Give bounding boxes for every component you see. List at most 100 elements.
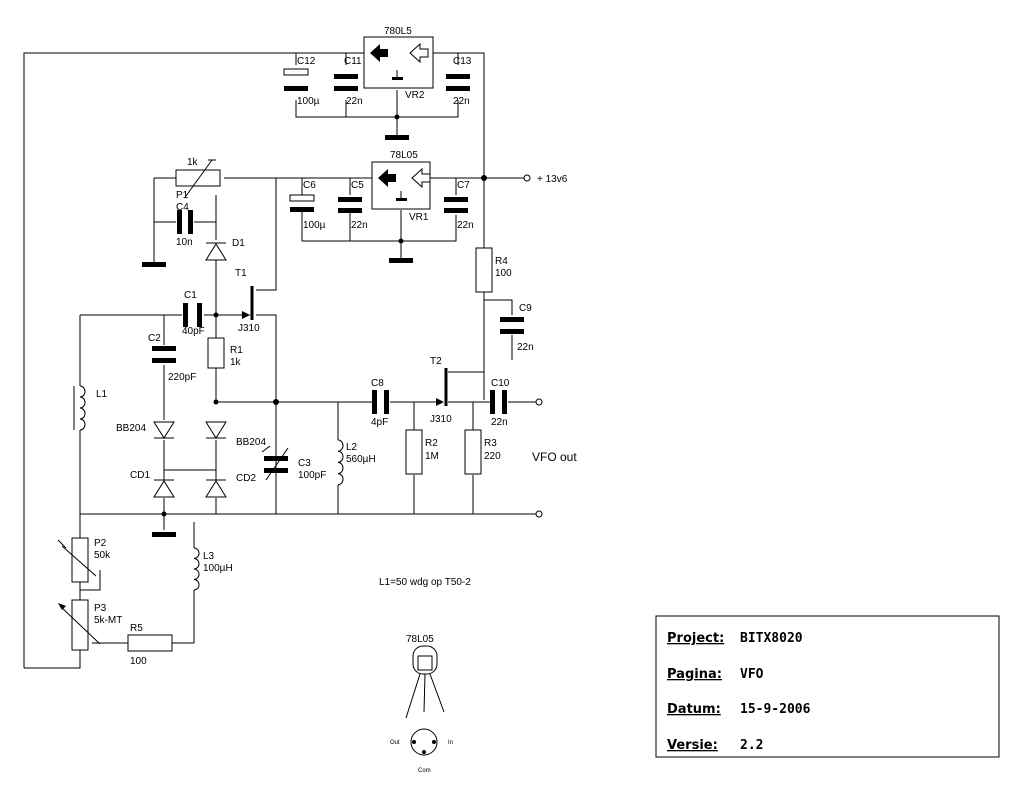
to92-pinout [405,645,445,756]
inductor-l2 [337,439,344,486]
d1-label: D1 [232,238,245,249]
terminals [523,174,543,518]
c12-label: C12 [297,56,316,67]
r2-label: R2 [425,438,438,449]
vr1-type-label: 78L05 [390,150,418,161]
c6-value: 100µ [303,220,326,231]
pinout-title: 78L05 [406,634,434,645]
c9-label: C9 [519,303,532,314]
r3-label: R3 [484,438,497,449]
c8-value: 4pF [371,417,388,428]
vfo-out-label: VFO out [532,450,577,464]
bb204-left-label: BB204 [116,423,146,434]
r4-value: 100 [495,268,512,279]
capacitor-c10 [490,390,507,414]
potentiometer-p3 [58,599,101,651]
r4-label: R4 [495,256,508,267]
capacitor-c6 [289,194,315,212]
c2-label: C2 [148,333,161,344]
capacitor-c8 [372,390,389,414]
capacitor-c4 [177,210,193,234]
c7-value: 22n [457,220,474,231]
vr2-type-label: 780L5 [384,26,412,37]
project-label: Project: [667,631,724,646]
p3-label: P3 [94,603,107,614]
capacitor-c2 [152,346,176,363]
p1-value: 1k [187,157,199,168]
title-block-frame [655,615,1000,758]
c3-value: 100pF [298,470,326,481]
date-label: Datum: [667,702,721,717]
c1-label: C1 [184,290,197,301]
c11-value: 22n [346,96,363,107]
p2-value: 50k [94,550,111,561]
t1-label: T1 [235,268,247,279]
l3-label: L3 [203,551,215,562]
capacitor-c5 [338,197,362,213]
cd1-label: CD1 [130,470,150,481]
vr1-label: VR1 [409,212,429,223]
c6-label: C6 [303,180,316,191]
t2-type: J310 [430,414,452,425]
r1-label: R1 [230,345,243,356]
varicap-cd2 [205,479,227,498]
transistor-t2 [436,368,448,406]
c4-label: C4 [176,202,189,213]
component-labels: 780L5 VR2 78L05 VR1 C12 100µ C11 22n C13… [94,26,577,774]
c4-value: 10n [176,237,193,248]
capacitor-c1 [183,303,202,327]
p1-label: P1 [176,190,189,201]
r5-value: 100 [130,656,147,667]
resistor-r5 [127,634,173,652]
c9-value: 22n [517,342,534,353]
c8-label: C8 [371,378,384,389]
l1-label: L1 [96,389,108,400]
l3-value: 100µH [203,563,233,574]
l1-winding-note: L1=50 wdg op T50-2 [379,577,471,588]
pinout-com-label: Com [418,768,431,774]
inductor-l3 [193,547,200,591]
l2-value: 560µH [346,454,376,465]
vr2-label: VR2 [405,90,425,101]
c7-label: C7 [457,180,470,191]
t2-label: T2 [430,356,442,367]
pinout-out-label: Out [390,740,400,746]
inductor-l1 [73,385,86,431]
t1-type: J310 [238,323,260,334]
c3-label: C3 [298,458,311,469]
capacitor-c13 [446,74,470,91]
supply-label: + 13v6 [537,174,568,185]
regulator-vr2 [363,36,434,89]
diode-d1 [205,242,227,261]
project-value: BITX8020 [740,631,803,646]
potentiometer-p1 [175,159,221,197]
c13-label: C13 [453,56,472,67]
junction-dots [161,114,487,517]
wires [23,52,536,669]
pinout-in-label: In [448,740,453,746]
r2-value: 1M [425,451,439,462]
title-block: Project: BITX8020 Pagina: VFO Datum: 15-… [667,631,811,753]
capacitor-c3-trimmer [261,445,289,481]
date-value: 15-9-2006 [740,702,811,717]
c10-label: C10 [491,378,510,389]
capacitor-c11 [334,74,358,91]
l2-label: L2 [346,442,358,453]
c2-value: 220pF [168,372,196,383]
capacitor-c12 [283,68,309,91]
transistor-t1 [242,286,254,320]
c5-value: 22n [351,220,368,231]
c13-value: 22n [453,96,470,107]
varicap-right-bb204 [205,421,227,439]
capacitor-c7 [444,197,468,213]
resistor-r3 [464,429,482,475]
c11-label: C11 [344,56,362,67]
version-value: 2.2 [740,738,763,753]
potentiometer-p2 [57,537,97,583]
c1-value: 40pF [182,326,205,337]
varicap-cd1 [153,479,175,498]
r5-label: R5 [130,623,143,634]
resistor-r1 [207,337,225,369]
capacitor-c9 [500,317,524,334]
